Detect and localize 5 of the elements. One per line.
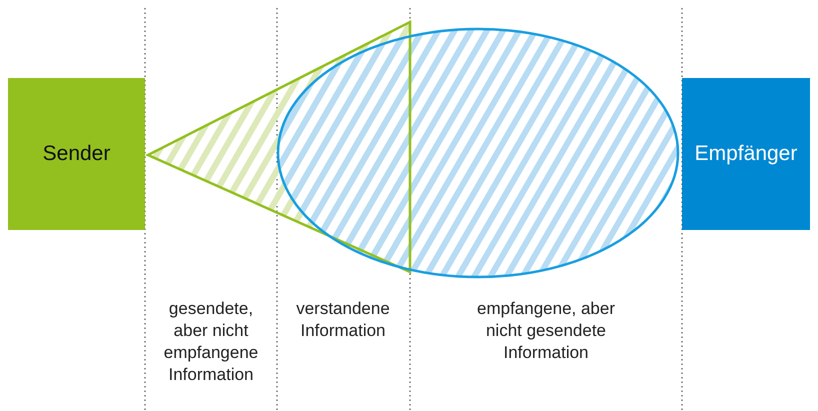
sender-box: Sender xyxy=(8,78,145,230)
receiver-box: Empfänger xyxy=(682,78,810,230)
column-caption: verstandene Information xyxy=(295,298,391,342)
column-caption: gesendete, aber nicht empfangene Information xyxy=(162,298,260,386)
column-caption: empfangene, aber nicht gesendete Information xyxy=(476,298,616,364)
